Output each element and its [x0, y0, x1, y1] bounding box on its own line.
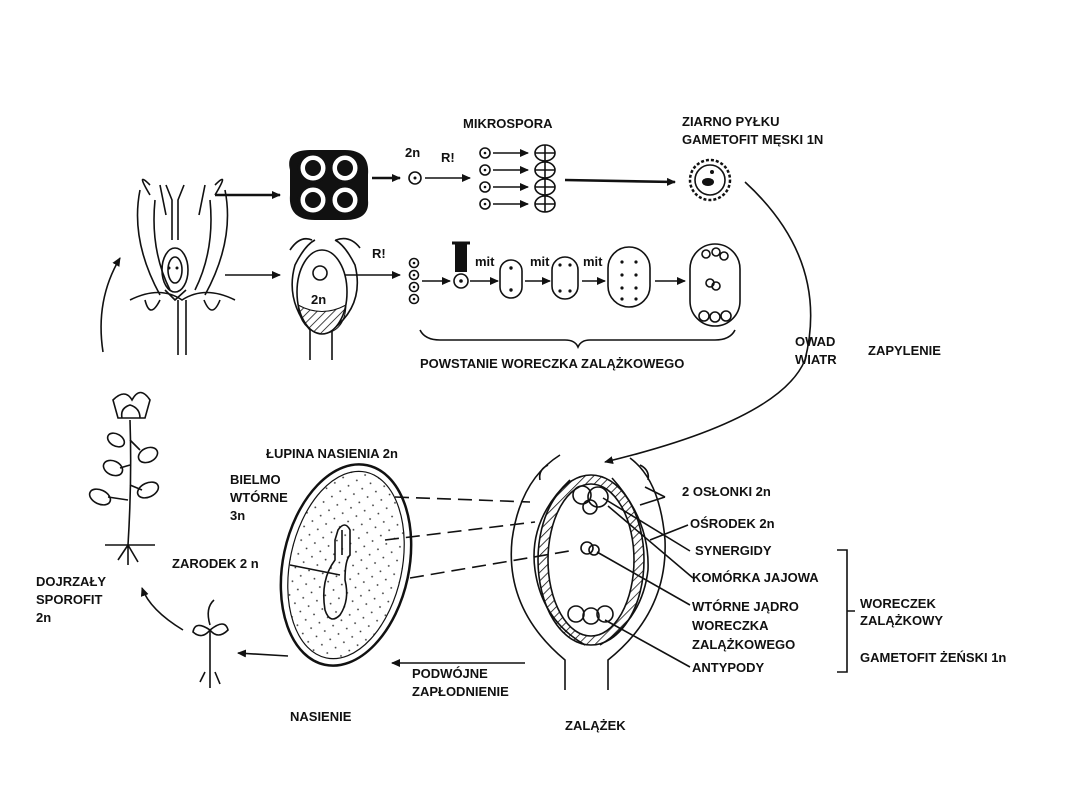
seed-label: NASIENIE	[290, 709, 352, 724]
antipodals-label: ANTYPODY	[692, 660, 765, 675]
embryo-sac-label-1: WORECZEK	[860, 596, 936, 611]
integuments-label: 2 OSŁONKI 2n	[682, 484, 771, 499]
synergids-label: SYNERGIDY	[695, 543, 772, 558]
nucellus-label: OŚRODEK 2n	[690, 516, 775, 531]
seedling	[192, 599, 229, 688]
mitosis-label-1: mit	[475, 254, 495, 269]
egg-cell-label: KOMÓRKA JAJOWA	[692, 570, 819, 585]
megaspore-column	[408, 257, 420, 305]
pollination-arrow	[604, 181, 812, 465]
mitosis-label-2: mit	[530, 254, 550, 269]
endosperm-label-3: 3n	[230, 508, 245, 523]
embryo-sac-label-2: ZALĄŻKOWY	[860, 613, 943, 628]
embryo-sac-4-nuclei	[551, 256, 579, 300]
insect-label: OWAD	[795, 334, 835, 349]
seed	[279, 463, 413, 667]
double-fertilization-label-1: PODWÓJNE	[412, 666, 488, 681]
ovule-label: ZALĄŻEK	[565, 718, 626, 733]
seedcoat-label: ŁUPINA NASIENIA 2n	[266, 446, 398, 461]
embryo-sac-8-nuclei	[607, 246, 651, 308]
sporophyte-label-1: DOJRZAŁY	[36, 574, 106, 589]
central-nucleus-label-1: WTÓRNE JĄDRO	[692, 599, 799, 614]
microspore-label: MIKROSPORA	[463, 116, 553, 131]
microspore-column	[479, 144, 556, 213]
double-fertilization-label-2: ZAPŁODNIENIE	[412, 684, 509, 699]
meiosis-label-top: R!	[441, 150, 455, 165]
flower-illustration	[129, 178, 236, 355]
mature-sporophyte	[88, 391, 160, 565]
pollen-grain	[688, 158, 732, 202]
functional-megaspore	[452, 241, 470, 289]
mature-embryo-sac	[689, 243, 741, 327]
young-ovule: 2n	[289, 237, 361, 360]
diploid-label-top: 2n	[405, 145, 420, 160]
central-nucleus-label-3: ZALĄŻKOWEGO	[692, 637, 795, 652]
sac-formation-brace	[419, 329, 736, 350]
endosperm-label-1: BIELMO	[230, 472, 281, 487]
embryo-sac-bracket	[837, 549, 855, 673]
embryo-sac-2-nuclei	[499, 259, 523, 299]
pollen-grain-label-1: ZIARNO PYŁKU	[682, 114, 780, 129]
wind-label: WIATR	[795, 352, 837, 367]
pollination-label: ZAPYLENIE	[868, 343, 941, 358]
sporophyte-label-3: 2n	[36, 610, 51, 625]
female-gametophyte-label: GAMETOFIT ŻEŃSKI 1n	[860, 650, 1006, 665]
meiosis-label-mid: R!	[372, 246, 386, 261]
ovule-2n-label: 2n	[311, 292, 326, 307]
seedcoat-link	[394, 496, 531, 503]
mature-ovule	[510, 454, 666, 690]
embryo-label: ZARODEK 2 n	[172, 556, 259, 571]
anther-tetrad	[289, 150, 369, 220]
sporophyte-label-2: SPOROFIT	[36, 592, 103, 607]
central-nucleus-label-2: WORECZKA	[692, 618, 769, 633]
endosperm-label-2: WTÓRNE	[230, 490, 288, 505]
sac-formation-label: POWSTANIE WORECZKA ZALĄŻKOWEGO	[420, 356, 684, 371]
mitosis-label-3: mit	[583, 254, 603, 269]
pollen-grain-label-2: GAMETOFIT MĘSKI 1N	[682, 132, 823, 147]
